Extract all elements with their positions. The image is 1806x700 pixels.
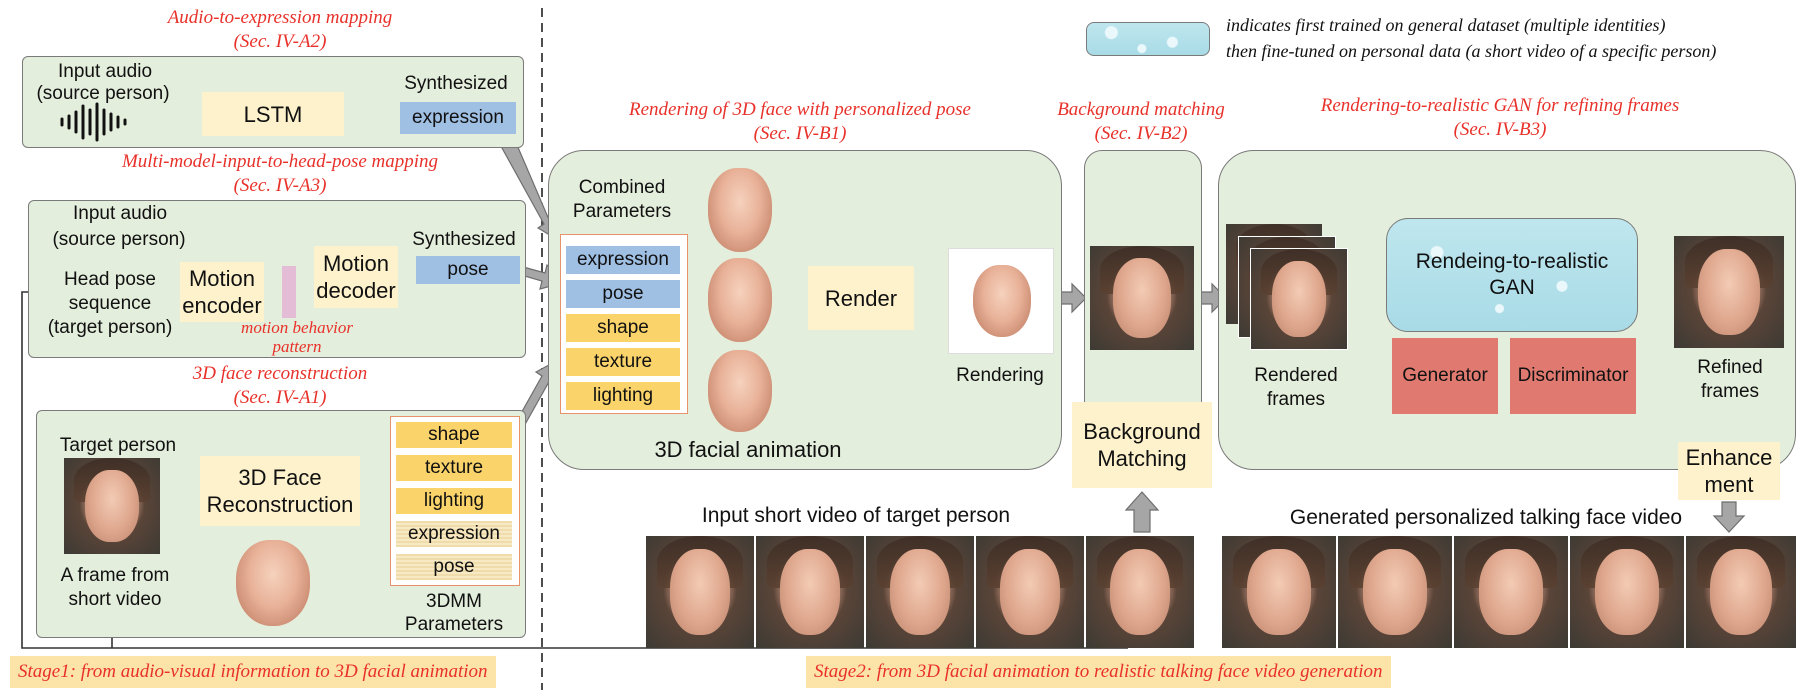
title-head-pose: Multi-model-input-to-head-pose mapping(S…: [121, 151, 439, 196]
combined-lighting: lighting: [566, 382, 680, 410]
render-box: Render: [808, 266, 914, 330]
arrow-enhance-output: [1712, 501, 1746, 533]
title-audio-expr: Audio-to-expression mapping(Sec. IV-A2): [167, 7, 393, 52]
3dmm-expression: expression: [396, 521, 512, 547]
legend-swatch: [1086, 22, 1210, 56]
3dmm-lighting: lighting: [396, 488, 512, 514]
combined-expression: expression: [566, 246, 680, 274]
legend-line-1: indicates first trained on general datas…: [1226, 15, 1666, 35]
p2-pose-box: pose: [416, 256, 520, 284]
arrow-video-bgmatch: [1124, 491, 1160, 533]
input-video-label: Input short video of target person: [701, 504, 1011, 527]
p2-source-person: (source person): [52, 229, 186, 250]
combined-pose: pose: [566, 280, 680, 308]
reconstructed-face: [236, 540, 310, 626]
p1-expression-box: expression: [400, 102, 516, 134]
rendering-label: Rendering: [956, 365, 1044, 386]
3dmm-texture: texture: [396, 455, 512, 481]
output-video-frame-1: [1222, 536, 1336, 648]
p2-input-audio: Input audio: [72, 203, 168, 224]
rendered-frames-1: Rendered: [1254, 365, 1338, 386]
p1-synthesized: Synthesized: [404, 73, 508, 94]
stage2-label: Stage2: from 3D facial animation to real…: [806, 656, 1391, 688]
animated-face-2: [708, 258, 772, 342]
title-bgmatch: Background matching(Sec. IV-B2): [1057, 99, 1225, 144]
input-video-frame-2: [756, 536, 864, 648]
output-video-frame-4: [1570, 536, 1684, 648]
title-render3d: Rendering of 3D face with personalized p…: [629, 99, 971, 144]
rendered-frames-2: frames: [1266, 389, 1326, 410]
3dmm-shape: shape: [396, 422, 512, 448]
legend-line-2: then fine-tuned on personal data (a shor…: [1226, 41, 1717, 61]
input-video-frame-5: [1086, 536, 1194, 648]
animated-face-3: [708, 350, 772, 432]
3dmm-label-2: Parameters: [404, 614, 504, 635]
combined-texture: texture: [566, 348, 680, 376]
rendered-frame-front: [1250, 248, 1348, 350]
input-video-frame-1: [646, 536, 754, 648]
p3-target-person: Target person: [59, 435, 177, 456]
generator-box: Generator: [1392, 338, 1498, 414]
p2-synthesized: Synthesized: [412, 229, 516, 250]
p2-head-pose-1: Head pose: [64, 269, 156, 290]
p1-input-audio: Input audio: [57, 61, 153, 82]
animation-label: 3D facial animation: [654, 437, 842, 462]
p2-head-pose-2: sequence: [68, 293, 152, 314]
discriminator-box: Discriminator: [1510, 338, 1636, 414]
stage1-label: Stage1: from audio-visual information to…: [10, 656, 496, 688]
output-video-frame-5: [1686, 536, 1796, 648]
p1-source-person: (source person): [36, 83, 170, 104]
refined-frames-1: Refined: [1697, 357, 1763, 378]
bg-matched-frame: [1090, 246, 1194, 350]
target-frame-image: [64, 458, 160, 554]
p3-frame-2: short video: [68, 589, 162, 610]
refined-frames-2: frames: [1700, 381, 1760, 402]
combined-params-2: Parameters: [572, 201, 672, 222]
combined-params-1: Combined: [578, 177, 666, 198]
combined-shape: shape: [566, 314, 680, 342]
output-video-label: Generated personalized talking face vide…: [1289, 506, 1683, 529]
input-video-frame-3: [866, 536, 974, 648]
title-gan: Rendering-to-realistic GAN for refining …: [1320, 95, 1680, 140]
title-recon: 3D face reconstruction(Sec. IV-A1): [192, 363, 368, 408]
rendered-face: [973, 265, 1031, 337]
animated-face-1: [708, 168, 772, 252]
3dmm-pose: pose: [396, 554, 512, 580]
3dmm-label-1: 3DMM: [426, 591, 482, 612]
p3-frame-1: A frame from: [60, 565, 170, 586]
rendering-image: [948, 248, 1054, 354]
refined-frame: [1674, 236, 1784, 348]
latent-pattern-box: [282, 266, 296, 318]
output-video-frame-2: [1338, 536, 1452, 648]
lstm-box: LSTM: [202, 92, 344, 136]
p2-head-pose-3: (target person): [47, 317, 173, 338]
waveform-icon: [60, 102, 127, 142]
input-video-frame-4: [976, 536, 1084, 648]
output-video-frame-3: [1454, 536, 1568, 648]
